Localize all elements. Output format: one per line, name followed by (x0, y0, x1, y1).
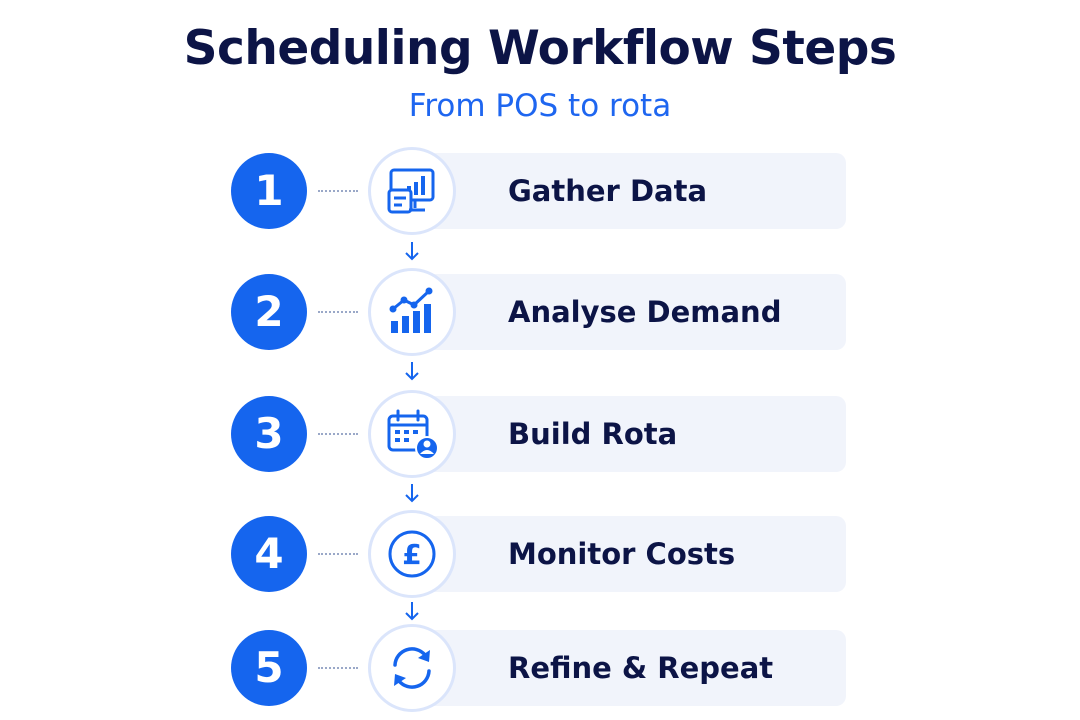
icon-circle (368, 147, 456, 235)
step-number-badge: 5 (231, 630, 307, 706)
step-card (416, 274, 846, 350)
step-4: 4 £ Monitor Costs (0, 510, 1080, 598)
step-3: 3 Build Rota (0, 390, 1080, 478)
step-card (416, 396, 846, 472)
pos-terminal-icon (387, 168, 435, 214)
icon-circle: £ (368, 510, 456, 598)
page-title: Scheduling Workflow Steps (183, 21, 897, 76)
step-card (416, 630, 846, 706)
dotted-connector (318, 311, 358, 313)
dotted-connector (318, 433, 358, 435)
step-card (416, 516, 846, 592)
dotted-connector (318, 190, 358, 192)
down-arrow-icon (405, 242, 419, 261)
icon-circle (368, 268, 456, 356)
icon-circle (368, 390, 456, 478)
dotted-connector (318, 667, 358, 669)
icon-circle (368, 624, 456, 712)
step-number-badge: 3 (231, 396, 307, 472)
step-number-badge: 4 (231, 516, 307, 592)
step-label: Analyse Demand (508, 295, 782, 329)
svg-text:£: £ (402, 538, 421, 571)
step-label: Build Rota (508, 417, 678, 451)
down-arrow-icon (405, 362, 419, 381)
step-label: Gather Data (508, 174, 708, 208)
step-2: 2 Analyse Demand (0, 268, 1080, 356)
step-number-badge: 2 (231, 274, 307, 350)
step-1: 1 Gather Data (0, 147, 1080, 235)
trend-chart-icon (389, 287, 433, 333)
down-arrow-icon (405, 602, 419, 621)
step-5: 5 Refine & Repeat (0, 624, 1080, 712)
step-number-badge: 1 (231, 153, 307, 229)
down-arrow-icon (405, 484, 419, 503)
pound-coin-icon: £ (388, 530, 436, 578)
step-label: Monitor Costs (508, 537, 736, 571)
refresh-cycle-icon (393, 647, 431, 689)
calendar-user-icon (387, 409, 439, 460)
step-label: Refine & Repeat (508, 651, 774, 685)
dotted-connector (318, 553, 358, 555)
page-subtitle: From POS to rota (408, 88, 672, 124)
step-card (416, 153, 846, 229)
